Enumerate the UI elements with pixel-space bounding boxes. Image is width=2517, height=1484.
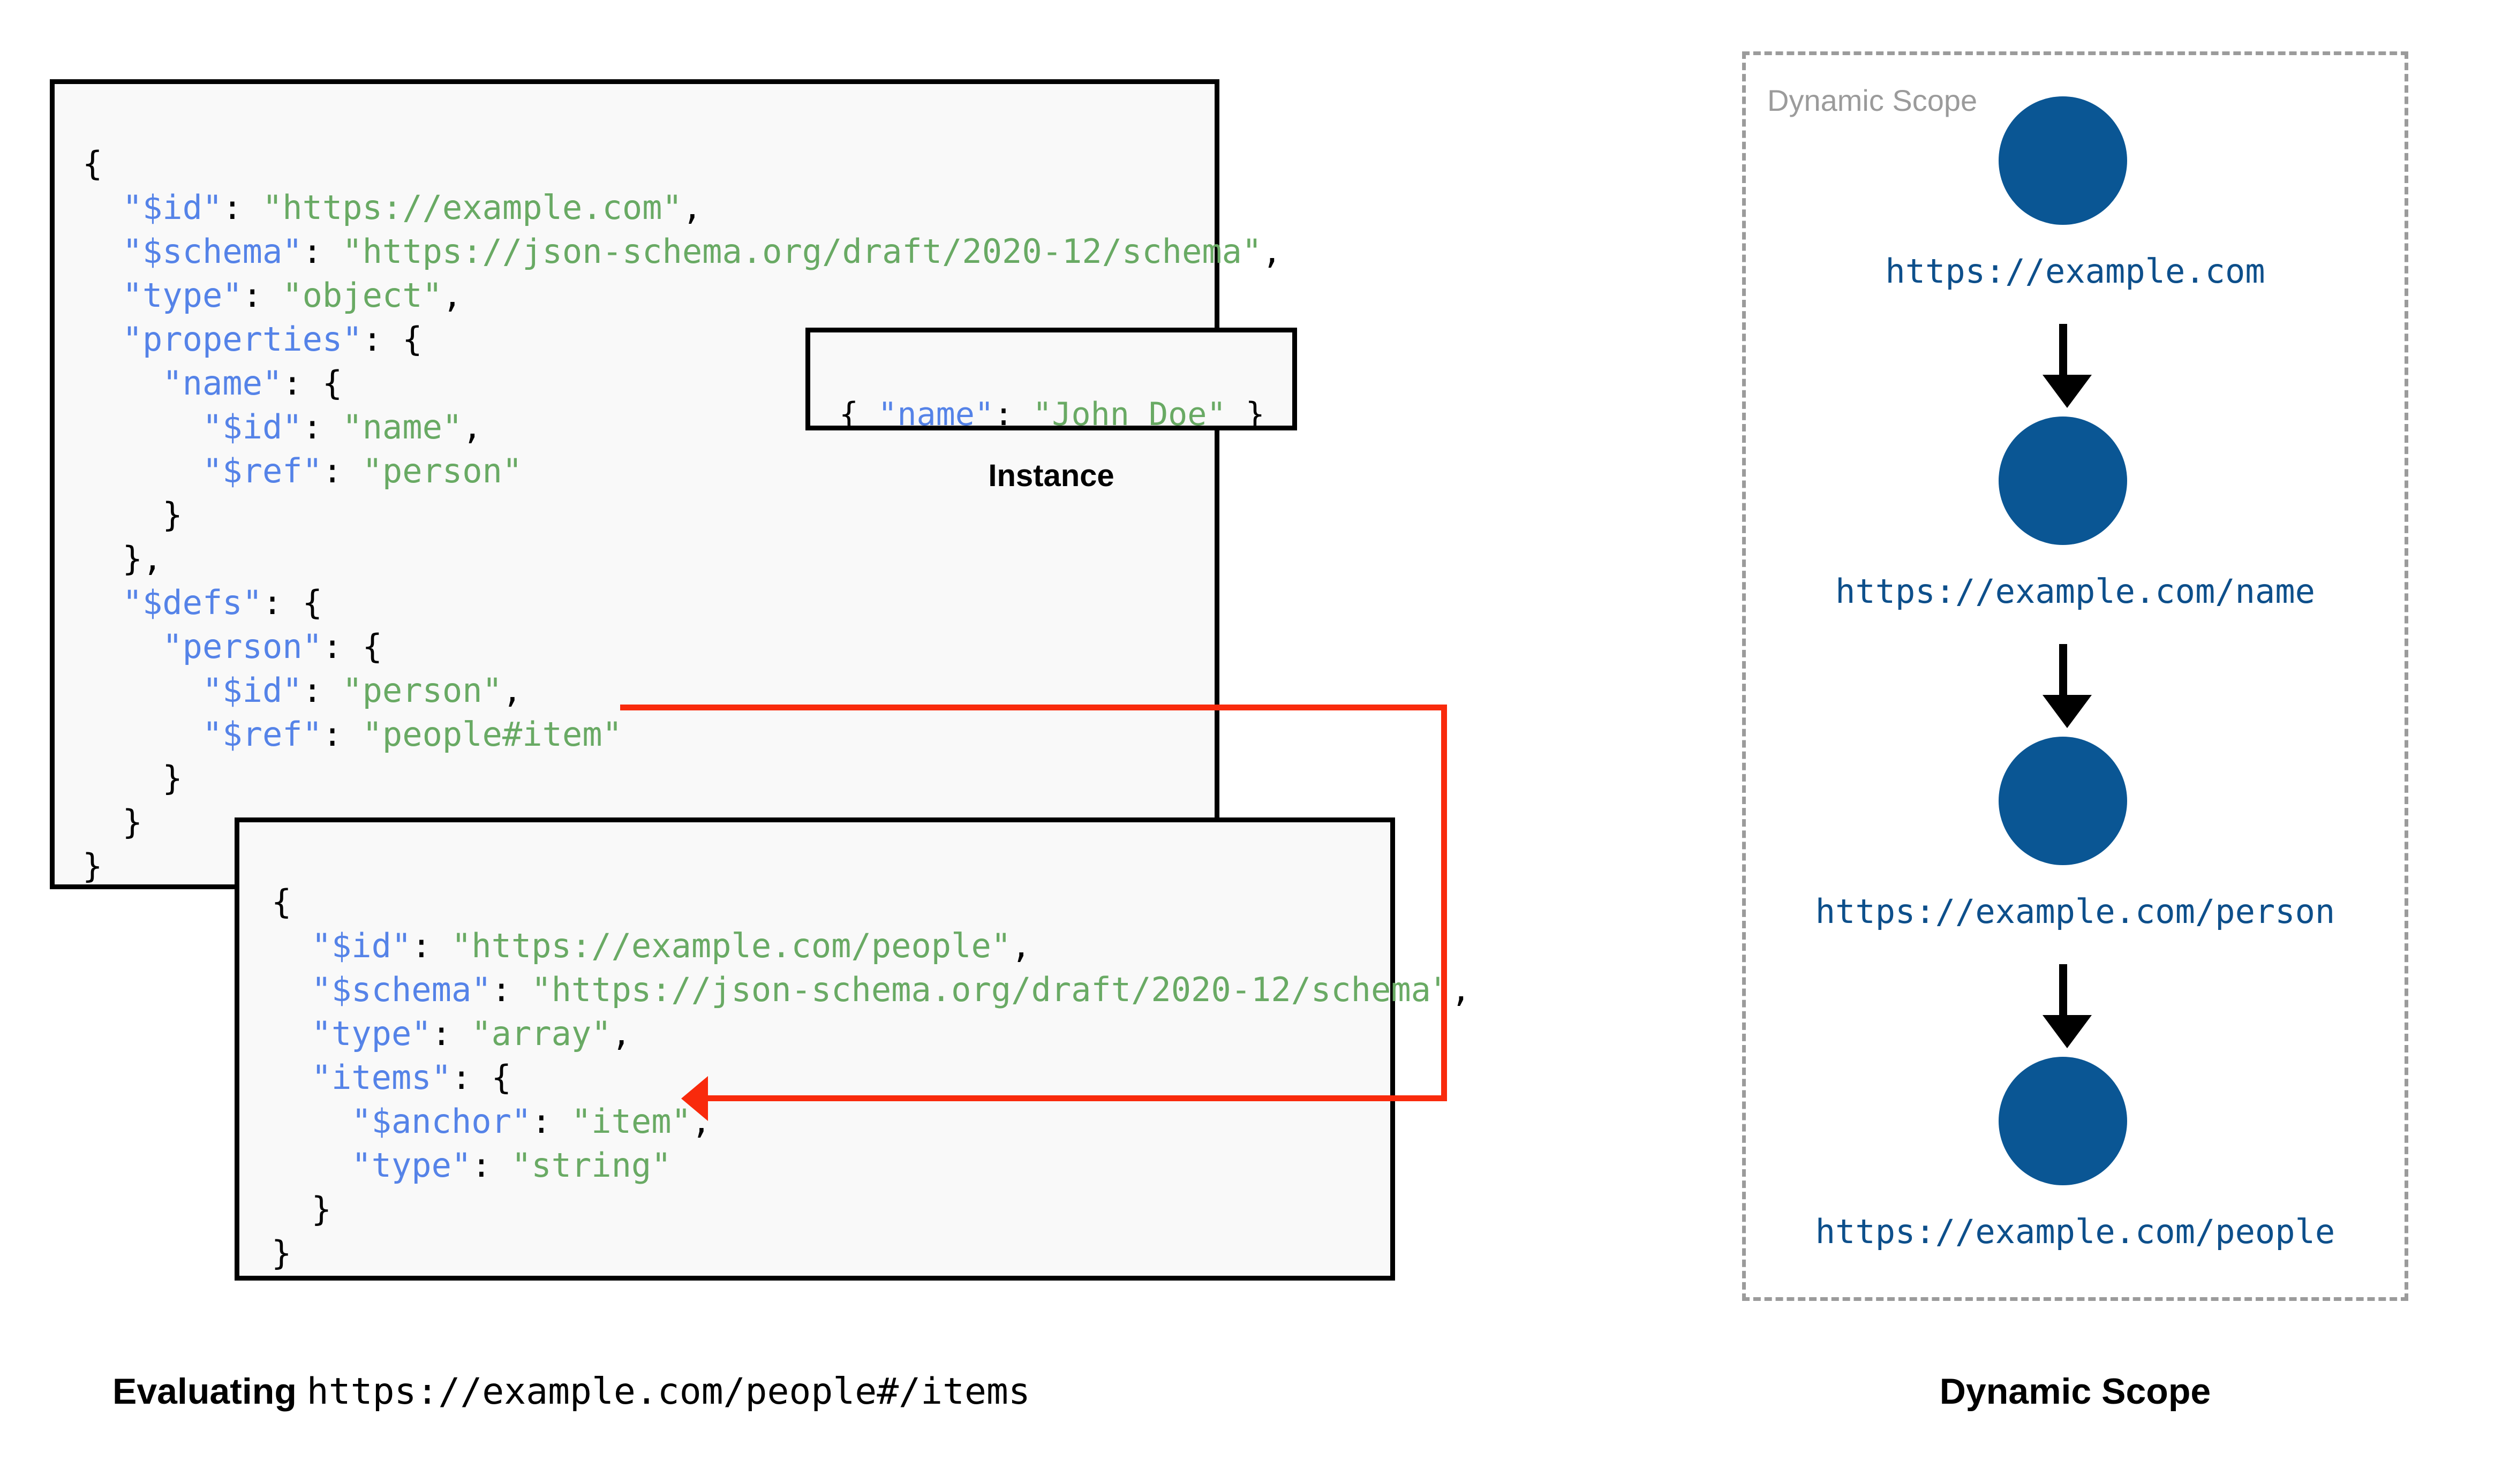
- scope-node-circle-0: [1999, 96, 2127, 225]
- ref-connector-vertical-segment: [1441, 705, 1447, 1101]
- scope-arrow-shaft-2: [2059, 964, 2067, 1023]
- ref-connector-bottom-segment: [702, 1095, 1447, 1101]
- ref-connector-arrowhead-icon: [681, 1076, 708, 1121]
- scope-node-label-1: https://example.com/name: [1835, 572, 2315, 611]
- instance-box: { "name": "John Doe" }: [805, 328, 1297, 433]
- scope-node-label-0: https://example.com: [1885, 252, 2265, 291]
- people-schema-code: { "$id": "https://example.com/people", "…: [272, 882, 1471, 1273]
- scope-arrow-down-icon-1: [2043, 695, 2092, 728]
- dynamic-scope-panel-title: Dynamic Scope: [1767, 84, 1978, 117]
- scope-arrow-shaft-0: [2059, 324, 2067, 383]
- scope-node-label-3: https://example.com/people: [1815, 1212, 2335, 1251]
- scope-arrow-down-icon-2: [2043, 1015, 2092, 1048]
- left-caption: Evaluating https://example.com/people#/i…: [112, 1371, 1030, 1413]
- ref-connector-top-segment: [620, 705, 1447, 710]
- left-caption-prefix: Evaluating: [112, 1371, 297, 1412]
- left-caption-uri: https://example.com/people#/items: [306, 1371, 1030, 1413]
- scope-arrow-down-icon-0: [2043, 375, 2092, 408]
- people-schema-box: { "$id": "https://example.com/people", "…: [235, 817, 1471, 1281]
- scope-node-circle-2: [1999, 737, 2127, 865]
- scope-node-circle-3: [1999, 1057, 2127, 1185]
- dynamic-scope-panel: [1742, 51, 2408, 1301]
- scope-node-circle-1: [1999, 417, 2127, 545]
- scope-node-label-2: https://example.com/person: [1815, 892, 2335, 931]
- instance-label: Instance: [988, 458, 1114, 493]
- root-schema-code: { "$id": "https://example.com", "$schema…: [82, 144, 1282, 885]
- instance-code: { "name": "John Doe" }: [839, 396, 1265, 433]
- scope-arrow-shaft-1: [2059, 644, 2067, 703]
- right-caption: Dynamic Scope: [1939, 1371, 2211, 1412]
- root-schema-box: { "$id": "https://example.com", "$schema…: [50, 79, 1282, 889]
